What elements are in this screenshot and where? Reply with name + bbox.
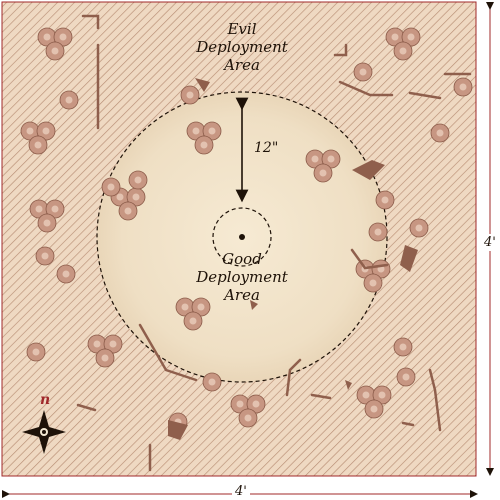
tree	[101, 177, 121, 197]
compass-rose-icon	[22, 410, 66, 454]
tree	[375, 190, 395, 210]
width-label: 4'	[232, 484, 250, 499]
compass-letter: n	[40, 392, 51, 408]
tree	[56, 264, 76, 284]
evil-label-line3: Area	[224, 56, 260, 74]
tree	[180, 85, 200, 105]
tree	[353, 62, 373, 82]
tree	[128, 170, 148, 190]
evil-label-line2: Deployment	[196, 38, 288, 56]
ruin-rubble	[168, 78, 418, 440]
tree	[26, 342, 46, 362]
center-circle	[212, 207, 272, 267]
good-label-line1: Good	[222, 250, 262, 268]
tree	[35, 246, 55, 266]
ruin-walls	[76, 14, 472, 472]
good-label-line3: Area	[224, 286, 260, 304]
height-label: 4'	[484, 234, 496, 251]
center-dot	[239, 234, 245, 240]
tree	[202, 372, 222, 392]
good-label-line2: Deployment	[196, 268, 288, 286]
good-deployment-label: Good Deployment Area	[182, 250, 302, 304]
evil-label-line1: Evil	[227, 20, 257, 38]
tree	[409, 218, 429, 238]
tree	[396, 367, 416, 387]
tree	[368, 222, 388, 242]
evil-deployment-label: Evil Deployment Area	[182, 20, 302, 74]
radius-label: 12"	[254, 140, 279, 156]
tree	[430, 123, 450, 143]
tree	[393, 337, 413, 357]
tree	[453, 77, 473, 97]
tree	[59, 90, 79, 110]
